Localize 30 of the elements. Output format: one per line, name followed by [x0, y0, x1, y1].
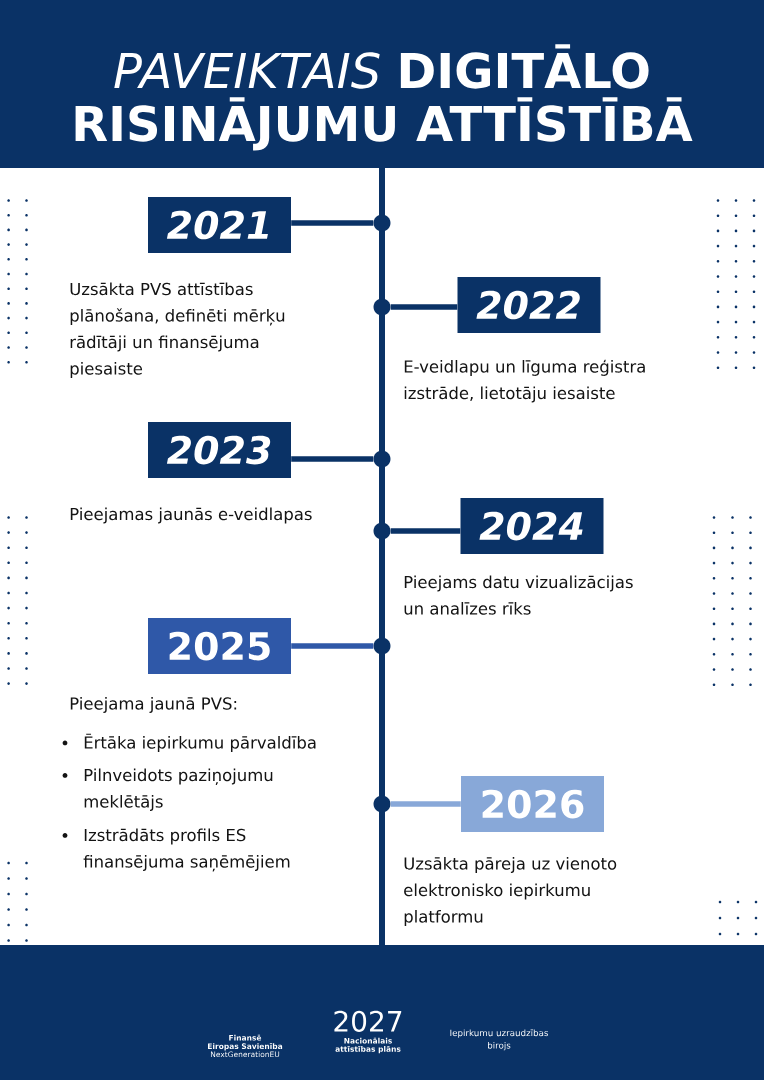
connector-line [390, 801, 461, 807]
list-item-text: Ērtāka iepirkumu pārvaldība [84, 733, 316, 752]
timeline-dot [373, 298, 391, 316]
timeline-dot [373, 214, 391, 232]
timeline-dot [373, 450, 391, 468]
description-text: Uzsākta PVS attīstības plānošana, definēti mērķu rādītāji un finansējuma piesaiste [70, 282, 285, 378]
year-box: 2025 [148, 618, 291, 674]
footer-text: Iepirkumu uzraudzības birojs [450, 1029, 549, 1051]
connector-line [291, 456, 374, 462]
connector-line [390, 528, 461, 534]
year-box: 2023 [148, 422, 291, 478]
description-text: E-veidlapu un līguma reģistra izstrāde, lietotāju iesaiste [404, 359, 645, 403]
description-text: Uzsākta pāreja uz vienoto elektronisko iepirkumu platformu [404, 857, 617, 926]
title-banner: PAVEIKTAIS DIGITĀLO RISINĀJUMU ATTĪSTĪBĀ [0, 0, 764, 168]
description-text: Pieejamas jaunās e-veidlapas [70, 507, 312, 524]
connector-line [291, 643, 374, 649]
timeline-dot [373, 522, 391, 540]
year-box: 2022 [457, 277, 601, 333]
timeline-dot [373, 795, 391, 813]
connector-line [390, 304, 458, 310]
connector-line [291, 220, 374, 226]
footer-text: 2027 [334, 1010, 402, 1032]
list-item-text: Izstrādāts profils ES finansējuma saņēmējiem [83, 828, 290, 872]
description-text: Pieejams datu vizualizācijas un analīzes rīks [404, 575, 633, 615]
list-item-text: Pilnveidots paziņojumu meklētājs [84, 768, 273, 811]
year-box: 2024 [460, 498, 604, 554]
description-text: Pieejama jaunā PVS: [70, 697, 237, 713]
year-box: 2026 [461, 776, 604, 832]
year-box: 2021 [148, 197, 291, 253]
timeline-dot [373, 637, 391, 655]
